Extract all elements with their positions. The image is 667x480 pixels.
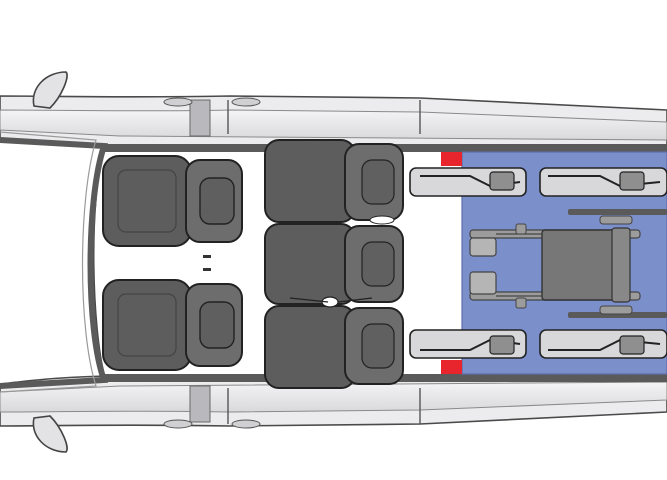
bench-seat-1-cushion [264,139,356,223]
wheelchair-backrest [611,227,631,303]
tie-down-strap-icon [409,167,527,197]
door-handle-bottom-1 [163,419,193,429]
tie-down-strap-icon [409,329,527,359]
restraint-marker-top [441,152,462,166]
seat-line [117,293,177,357]
rear-bench [264,139,404,389]
restraint-marker-bottom [441,360,462,374]
mirror-bottom [32,415,68,453]
wheelchair-wheel-bottom [599,305,633,315]
bench-bolster-2 [361,241,395,287]
wheelchair-footrest-top [469,237,497,257]
wheelchair-caster-top [515,223,527,235]
wheelchair-footrest-bottom [469,271,497,295]
belt-strap-1 [289,297,329,303]
tie-down-buckle [489,335,515,355]
door-handle-top-1 [163,97,193,107]
belt-strap-2 [337,297,373,303]
bench-seat-3-cushion [264,305,356,389]
seat-bolster [199,301,235,349]
front-seat-passenger [102,279,243,371]
pillar-top-1 [189,99,211,137]
wheelchair-icon [469,215,641,315]
seat-line [117,169,177,233]
door-handle-bottom-2 [231,419,261,429]
mirror-top [32,71,68,109]
side-mirror-icon [32,71,68,109]
tie-down-buckle [619,335,645,355]
front-seat-driver [102,155,243,247]
tie-down-strap [539,167,667,197]
floor-track-top [568,209,667,215]
side-mirror-icon [32,415,68,453]
pillar-bottom-1 [189,385,211,423]
wheelchair-wheel-top [599,215,633,225]
wheelchair-seat [541,229,617,301]
bench-bolster-3 [361,323,395,369]
tie-down-strap [539,329,667,359]
tie-down-strap-icon [539,167,667,197]
windshield-line [0,131,97,393]
body-panel-top-inner [0,109,667,141]
tie-down-strap-icon [539,329,667,359]
console-mark-2 [203,268,211,271]
bench-gap [369,215,395,225]
bench-bolster-1 [361,159,395,205]
wheelchair-caster-bottom [515,297,527,309]
tie-down-buckle [489,171,515,191]
tie-down-buckle [619,171,645,191]
door-handle-top-2 [231,97,261,107]
floor-track-bottom [568,312,667,318]
bench-seat-2-cushion [264,223,356,305]
seat-bolster [199,177,235,225]
console-mark-1 [203,255,211,258]
dashboard [0,137,109,389]
